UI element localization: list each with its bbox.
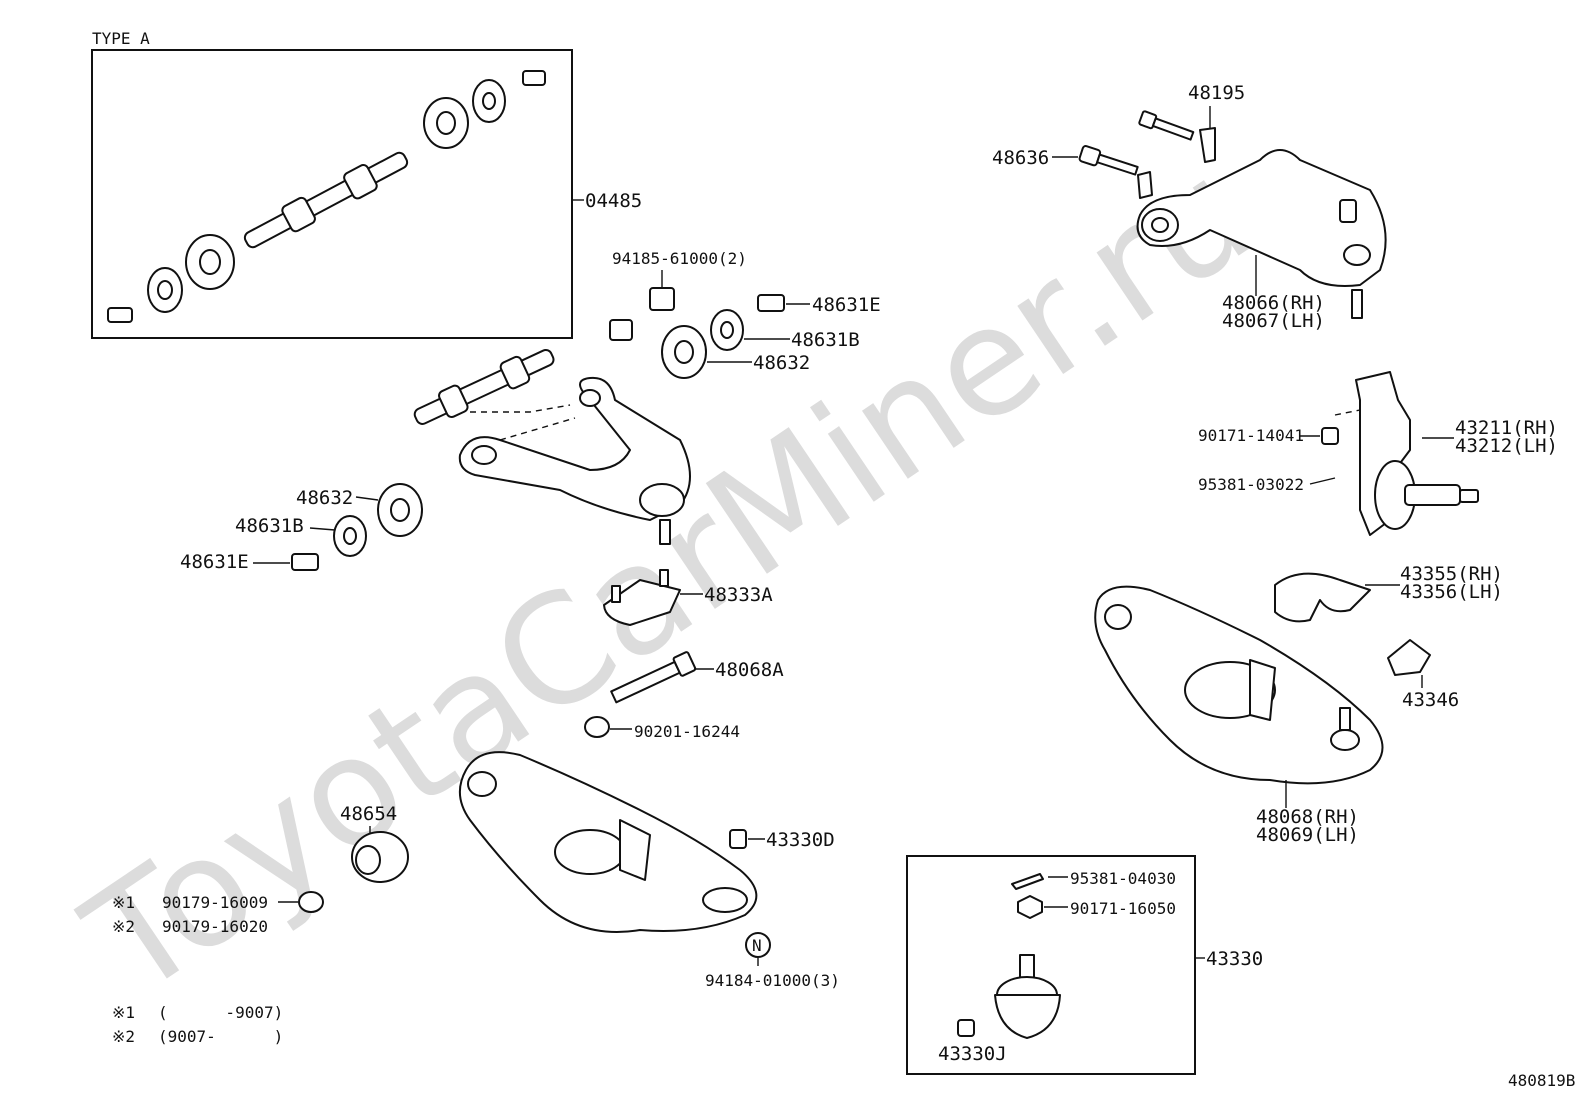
label-48631e-top: 48631E	[812, 294, 881, 316]
n-marker-letter: N	[752, 936, 762, 955]
lower-arm-center	[459, 751, 758, 933]
plate-48333a	[603, 579, 681, 626]
label-90171-14041: 90171-14041	[1198, 426, 1304, 445]
nut-94185	[649, 287, 675, 311]
label-48632-left: 48632	[296, 487, 353, 509]
range-2-text: (9007- )	[158, 1027, 283, 1046]
label-95381-03022: 95381-03022	[1198, 475, 1304, 494]
label-48066: 48066(RH)	[1222, 292, 1325, 314]
nut-90171-16050	[1017, 895, 1043, 919]
label-48636: 48636	[992, 147, 1049, 169]
lower-arm-right	[1094, 585, 1384, 785]
label-43330d: 43330D	[766, 829, 835, 851]
washer-90201	[584, 716, 610, 738]
steering-knuckle	[1355, 371, 1479, 536]
upper-arm-right	[1136, 149, 1387, 319]
label-48069: 48069(LH)	[1256, 824, 1359, 846]
label-48632-top: 48632	[753, 352, 810, 374]
note-2-part: 90179-16020	[162, 917, 268, 936]
label-95381-04030: 95381-04030	[1070, 869, 1176, 888]
ball-joint-43330	[994, 954, 1061, 1039]
label-48631b-top: 48631B	[791, 329, 860, 351]
figure-code: 480819B	[1508, 1071, 1575, 1090]
clip-48195	[1199, 127, 1216, 163]
fitting-43330j	[957, 1019, 975, 1037]
label-48631e-left: 48631E	[180, 551, 249, 573]
bolt-48631e-top	[757, 294, 785, 312]
range-1-text: ( -9007)	[158, 1003, 283, 1022]
bolt-43330d	[729, 829, 747, 849]
bushing-90179	[298, 891, 324, 913]
label-48654: 48654	[340, 803, 397, 825]
range-1-mark: ※1	[112, 1003, 135, 1022]
label-43346: 43346	[1402, 689, 1459, 711]
label-43355: 43355(RH)	[1400, 563, 1503, 585]
nut-94185-2	[609, 319, 633, 341]
note-2-mark: ※2	[112, 917, 135, 936]
range-2-mark: ※2	[112, 1027, 135, 1046]
cover-43355	[1274, 572, 1371, 623]
label-43330: 43330	[1206, 948, 1263, 970]
label-48068a: 48068A	[715, 659, 784, 681]
label-48067: 48067(LH)	[1222, 310, 1325, 332]
bolt-48068a	[610, 651, 697, 704]
nut-90171-14041	[1321, 427, 1339, 445]
bumper-43346	[1387, 639, 1431, 676]
bolt-48636	[1078, 145, 1139, 176]
note-1-mark: ※1	[112, 893, 135, 912]
label-43212: 43212(LH)	[1455, 435, 1558, 457]
type-a-shaft-assembly	[107, 70, 546, 323]
note-1-part: 90179-16009	[162, 893, 268, 912]
label-48068: 48068(RH)	[1256, 806, 1359, 828]
ball-joint-box	[906, 855, 1196, 1075]
label-90201: 90201-16244	[634, 722, 740, 741]
label-43330j: 43330J	[938, 1043, 1007, 1065]
bolt-48195	[1138, 110, 1195, 141]
upper-arm-center	[413, 349, 691, 545]
label-43211: 43211(RH)	[1455, 417, 1558, 439]
type-a-box	[91, 49, 573, 339]
pin-95381-04030	[1011, 873, 1044, 890]
label-43356: 43356(LH)	[1400, 581, 1503, 603]
label-90171-16050: 90171-16050	[1070, 899, 1176, 918]
label-94184: 94184-01000(3)	[705, 971, 840, 990]
type-a-label: TYPE A	[92, 29, 150, 48]
label-48195: 48195	[1188, 82, 1245, 104]
label-94185: 94185-61000(2)	[612, 249, 747, 268]
label-48631b-left: 48631B	[235, 515, 304, 537]
n-marker	[745, 932, 771, 958]
label-04485: 04485	[585, 190, 642, 212]
bolt-48631e-left	[291, 553, 319, 571]
label-48333a: 48333A	[704, 584, 773, 606]
